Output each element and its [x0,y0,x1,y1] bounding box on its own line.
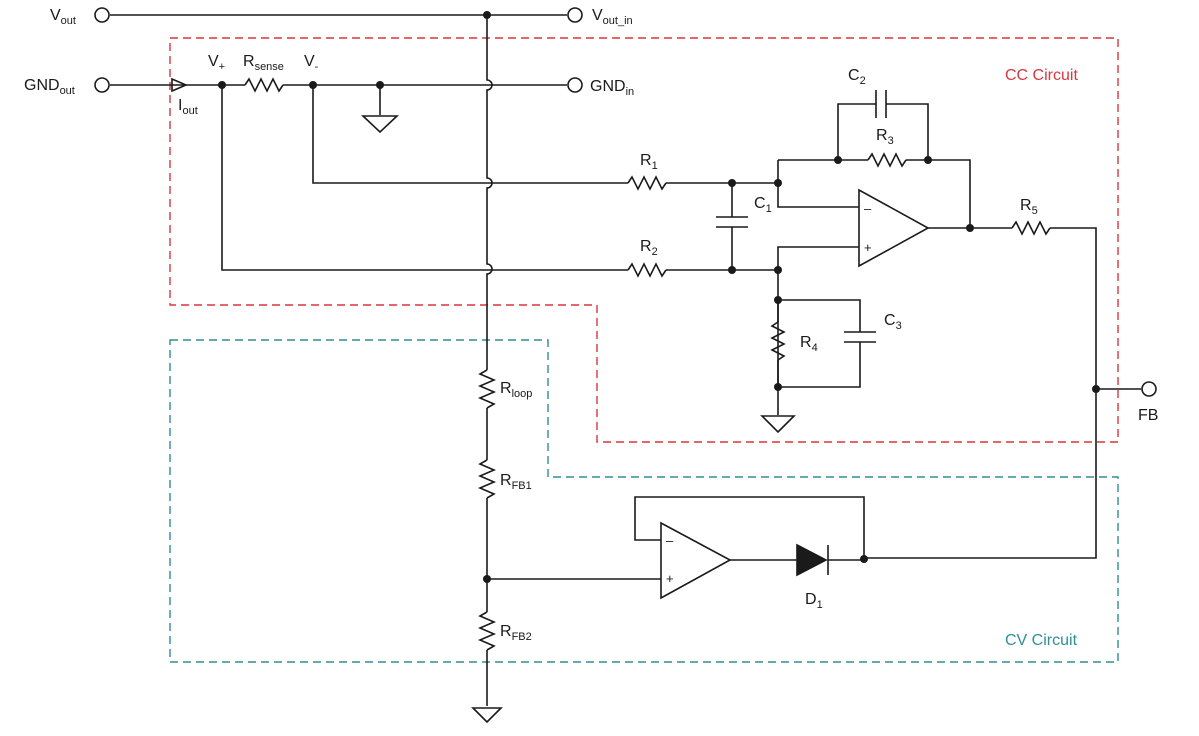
r5-resistor [1011,220,1051,236]
gnd-in-terminal [567,77,583,93]
c2-label: C2 [848,67,866,87]
cv-circuit-region [169,339,1119,663]
vminus-r1-wire [312,85,628,184]
cv-opamp-minus: – [666,533,674,548]
r2-resistor [627,262,667,278]
rsense-resistor [244,77,284,93]
iout-label: Iout [178,97,198,117]
gnd-out-terminal [94,77,110,93]
rfb2-label: RFB2 [500,623,532,643]
c1-label: C1 [754,195,772,215]
gnd-in-label: GNDin [590,78,634,98]
opamp-noninv-junction [774,266,782,274]
c2-right-wire [886,103,929,160]
fb-label: FB [1138,407,1158,424]
rsense-label: Rsense [243,53,284,73]
iout-arrow-icon [171,77,189,93]
vminus-label: V- [304,53,319,73]
c3-bottom-wire [778,342,861,388]
d1-diode-icon [796,543,828,577]
cc-opamp-minus: – [864,201,872,216]
fb-terminal [1141,381,1157,397]
rfb2-resistor [477,611,497,651]
d1-label: D1 [805,591,823,611]
vout-terminal [94,7,110,23]
c3-top-wire [778,299,861,332]
gnd-ground-icon [360,115,400,134]
r3-resistor [867,152,907,168]
vplus-r2-wire [221,85,628,271]
r3-right-wire [906,159,971,228]
cc-opamp-plus: + [864,240,872,255]
cc-opamp [858,188,930,268]
r1-resistor [627,175,667,191]
cc-circuit-title: CC Circuit [1005,67,1078,84]
rfb2-ground-icon [471,707,503,724]
opamp-noninv-input-wire [777,246,859,387]
vout-in-terminal [567,7,583,23]
c2-left-wire [837,103,876,160]
cv-feedback-wire [634,496,865,558]
r1-label: R1 [640,152,658,172]
gnd-out-label: GNDout [24,77,75,97]
r3-label: R3 [876,127,894,147]
vertical-feedback-wire [486,15,493,370]
r4-label: R4 [800,334,818,354]
r2-label: R2 [640,238,658,258]
cc-circuit-region [169,37,1119,443]
r5-fb-wire [864,227,1097,559]
opamp-inv-input-wire [777,160,859,208]
cv-opamp-plus: + [666,571,674,586]
rfb1-label: RFB1 [500,472,532,492]
cv-circuit-title: CV Circuit [1005,632,1078,649]
r4-ground-icon [760,415,796,434]
rfb1-resistor [477,459,497,499]
vplus-label: V+ [208,53,225,73]
r5-label: R5 [1020,197,1038,217]
vout-label: Vout [50,7,76,27]
rloop-label: Rloop [500,380,532,400]
c3-label: C3 [884,312,902,332]
vout-in-label: Vout_in [592,7,633,27]
rloop-resistor [477,369,497,409]
opamp-output-junction [966,224,974,232]
r4-resistor [770,321,786,361]
cv-opamp [660,521,732,600]
d1-junction [860,555,868,563]
